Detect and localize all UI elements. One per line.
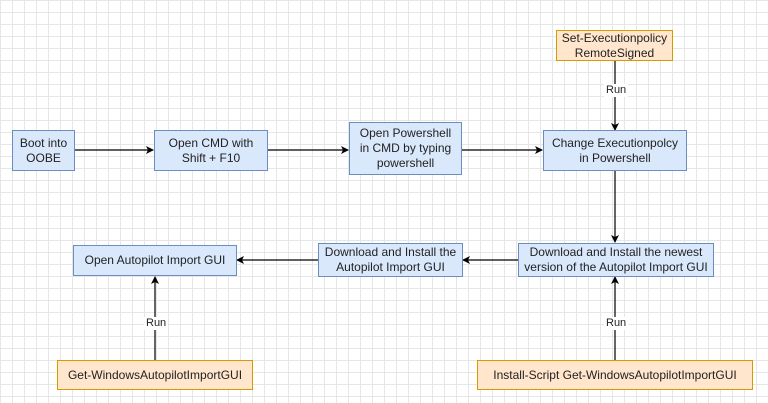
node-open-cmd[interactable]: Open CMD with Shift + F10 bbox=[154, 130, 268, 171]
node-open-powershell[interactable]: Open Powershell in CMD by typing powersh… bbox=[349, 122, 462, 175]
edge-label-run-get: Run bbox=[144, 317, 169, 330]
node-change-executionpolicy[interactable]: Change Executionpolcy in Powershell bbox=[543, 130, 687, 171]
node-install-script-command[interactable]: Install-Script Get-WindowsAutopilotImpor… bbox=[477, 360, 753, 390]
node-get-gui-command[interactable]: Get-WindowsAutopilotImportGUI bbox=[57, 360, 253, 390]
edge-label-run-policy: Run bbox=[604, 84, 629, 97]
node-download-install-newest[interactable]: Download and Install the newest version … bbox=[518, 243, 714, 277]
node-boot-into-oobe[interactable]: Boot into OOBE bbox=[12, 130, 75, 171]
edge-label-run-install: Run bbox=[604, 317, 629, 330]
node-download-install-gui[interactable]: Download and Install the Autopilot Impor… bbox=[318, 243, 463, 277]
node-set-executionpolicy-command[interactable]: Set-Executionpolicy RemoteSigned bbox=[556, 30, 673, 61]
node-open-autopilot-gui[interactable]: Open Autopilot Import GUI bbox=[73, 245, 237, 276]
